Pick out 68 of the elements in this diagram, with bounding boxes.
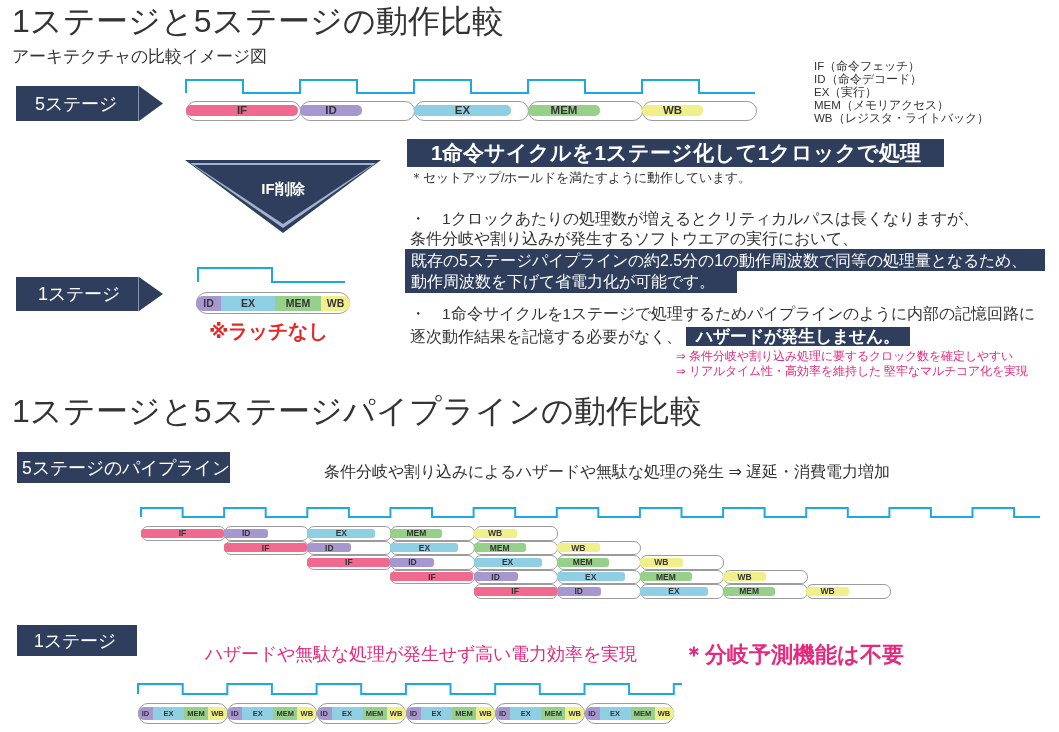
abbreviation-note: ID（命令デコード）: [814, 73, 922, 86]
headline-banner: 1命令サイクルを1ステージ化して1クロックで処理: [407, 139, 944, 167]
note-text: ＊分岐予測機能は不要: [683, 641, 904, 669]
stage-bar: ID: [556, 587, 601, 597]
pipeline-slot: [495, 703, 585, 724]
highlight-statement: ハザードや無駄な処理が発生せず高い電力効率を実現: [205, 643, 637, 666]
stage-bar: EX: [307, 528, 376, 538]
result-note: ⇒ 条件分岐や割り込み処理に要するクロック数を確定しやすい: [676, 349, 1013, 364]
stage-bar: EX: [414, 105, 511, 116]
result-note: ⇒ リアルタイム性・高効率を維持した 堅牢なマルチコア化を実現: [676, 364, 1029, 379]
pipeline-slot: [138, 703, 228, 724]
note-text: ※ラッチなし: [209, 319, 329, 344]
pipeline-slot: [227, 703, 317, 724]
stage-bar: MEM: [390, 528, 443, 538]
pipeline-slot: [186, 101, 301, 121]
section-tag: 5ステージのパイプライン: [17, 452, 230, 483]
pipeline-slot: [196, 292, 350, 314]
stage-bar: WB: [473, 528, 517, 538]
stage-bar: WB: [556, 543, 600, 553]
stage-bar: MEM: [639, 572, 692, 582]
abbreviation-note: EX（実行）: [814, 86, 878, 99]
pipeline-slot: [473, 526, 559, 541]
stage-bar: IF: [473, 587, 557, 597]
stage-bar: MEM: [473, 543, 526, 553]
arrow-tag: 5ステージ: [16, 86, 163, 121]
stage-bar: ID: [307, 543, 352, 553]
statement-text: 条件分岐や割り込みによるハザードや無駄な処理の発生 ⇒ 遅延・消費電力増加: [324, 462, 891, 482]
arrow-tag: 1ステージ: [16, 277, 163, 311]
stage-bar: WB: [642, 105, 703, 116]
bullet-paragraph: ・ 1命令サイクルを1ステージで処理するためパイプラインのように内部の記憶回路に逐次動作結果を記憶する必要がなく、 ハザードが発生しません。: [410, 304, 1037, 348]
stage-bar: ID: [390, 557, 435, 567]
stage-bar: IF: [224, 543, 308, 553]
stage-bar: ID: [196, 295, 221, 311]
pipeline-slot: [806, 584, 891, 599]
stage-bar: MEM: [275, 295, 321, 311]
stage-bar: ID: [224, 528, 269, 538]
footnote: ＊セットアップ/ホールドを満たすように動作しています。: [410, 171, 752, 187]
stage-bar: WB: [639, 557, 683, 567]
subtitle: アーキテクチャの比較イメージ図: [12, 46, 267, 68]
stage-bar: EX: [556, 572, 625, 582]
stage-bar: IF: [390, 572, 474, 582]
stage-bar: EX: [473, 557, 542, 567]
stage-bar: IF: [307, 557, 391, 567]
abbreviation-note: IF（命令フェッチ）: [814, 60, 921, 73]
stage-bar: MEM: [528, 105, 600, 116]
stage-bar: MEM: [723, 587, 776, 597]
stage-bar: EX: [390, 543, 459, 553]
stage-bar: WB: [806, 587, 850, 597]
highlight-banner: 既存の5ステージパイプラインの約2.5分の1の動作周波数で同等の処理量となるため、動作周波数を下げて省電力化が可能です。: [405, 249, 1045, 293]
page-title: 1ステージと5ステージの動作比較: [12, 3, 504, 40]
stage-bar: IF: [141, 528, 224, 538]
stage-bar: WB: [321, 295, 350, 311]
pipeline-slot: [316, 703, 407, 724]
bullet-paragraph: ・ 1クロックあたりの処理数が増えるとクリティカルパスは長くなりますが、条件分岐や割り込みが発生するソフトウエアの実行において、: [410, 209, 980, 249]
pipeline-slot: [639, 555, 725, 570]
stage-bar: WB: [723, 572, 767, 582]
stage-bar: EX: [221, 295, 275, 311]
stage-bar: ID: [300, 105, 362, 116]
stage-bar: EX: [639, 587, 708, 597]
abbreviation-note: MEM（メモリアクセス）: [814, 99, 949, 112]
section-tag: 1ステージ: [17, 625, 137, 656]
abbreviation-note: WB（レジスタ・ライトバック）: [814, 112, 989, 125]
section-heading: 1ステージと5ステージパイプラインの動作比較: [12, 393, 702, 430]
pipeline-slot: [405, 703, 496, 724]
pipeline-slot: [584, 703, 674, 724]
stage-bar: MEM: [556, 557, 609, 567]
stage-bar: ID: [473, 572, 518, 582]
stage-bar: IF: [186, 105, 298, 116]
